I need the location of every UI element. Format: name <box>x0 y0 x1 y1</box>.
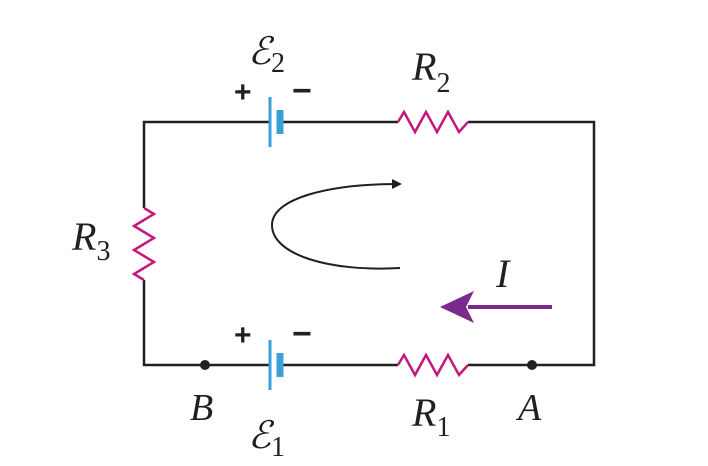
label-current: I <box>495 251 511 296</box>
label-emf2: ℰ2 <box>248 31 285 79</box>
resistor-r2 <box>396 109 469 135</box>
current-arrow <box>440 291 552 323</box>
battery-emf2 <box>268 97 284 147</box>
resistor-r1 <box>396 352 469 378</box>
emf2-plus-sign: + <box>234 76 252 109</box>
point-b-dot <box>200 360 210 370</box>
emf2-minus-sign: − <box>292 72 312 110</box>
right-wire <box>468 120 596 367</box>
emf1-plus-sign: + <box>234 319 252 352</box>
label-point-a: A <box>515 387 542 429</box>
loop-direction-arrow <box>270 179 402 270</box>
wires <box>142 120 596 367</box>
bottom-left-wire <box>142 280 270 367</box>
top-left-wire <box>142 120 270 208</box>
emf1-minus-sign: − <box>292 315 312 353</box>
label-emf1: ℰ1 <box>248 415 285 463</box>
label-r2: R2 <box>411 44 450 99</box>
label-r3: R3 <box>71 214 110 267</box>
label-point-b: B <box>190 387 213 429</box>
battery-emf1 <box>268 340 284 390</box>
resistor-r3 <box>131 206 157 282</box>
current-arrow-head <box>440 291 474 323</box>
point-a-dot <box>527 360 537 370</box>
label-r1: R1 <box>411 390 450 443</box>
